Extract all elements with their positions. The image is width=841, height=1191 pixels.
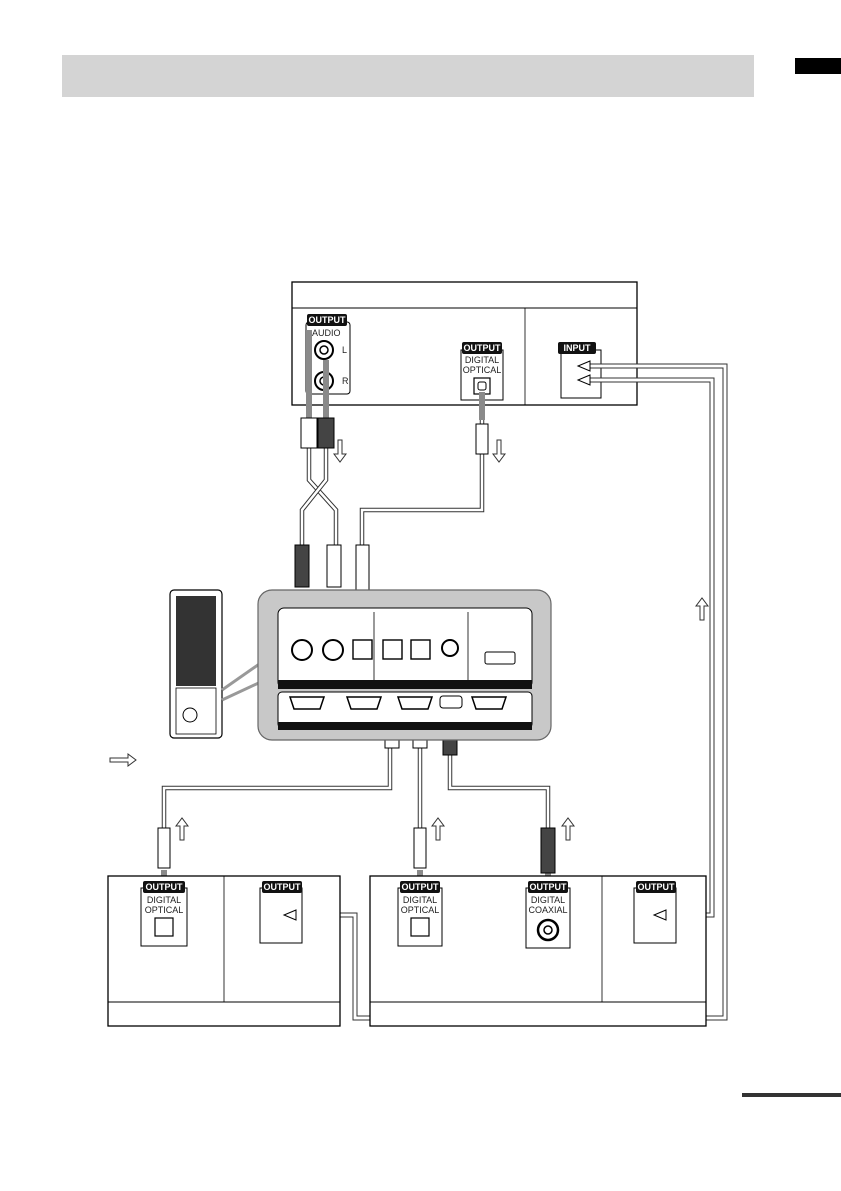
optical-jack-icon — [411, 918, 429, 936]
input-badge: INPUT — [558, 342, 596, 354]
optical-jack-icon — [474, 378, 490, 394]
bottom-right-device: OUTPUT DIGITAL OPTICAL OUTPUT DIGITAL CO… — [370, 876, 706, 1026]
svg-text:OPTICAL: OPTICAL — [145, 905, 184, 915]
left-channel-label: L — [342, 345, 347, 355]
svg-text:COAXIAL: COAXIAL — [528, 905, 567, 915]
audio-label: AUDIO — [312, 328, 341, 338]
hdmi-port-icon — [472, 697, 506, 709]
output-badge: OUTPUT — [262, 881, 302, 893]
optical-jack-icon — [155, 918, 173, 936]
rca-jack-icon — [323, 640, 343, 660]
output-badge: OUTPUT — [462, 342, 502, 354]
output-badge: OUTPUT — [636, 881, 676, 893]
optical-jack-icon — [383, 640, 402, 659]
output-badge: OUTPUT — [528, 881, 568, 893]
subwoofer-unit — [170, 590, 265, 738]
svg-text:OUTPUT: OUTPUT — [146, 882, 184, 892]
svg-text:OUTPUT: OUTPUT — [264, 882, 302, 892]
svg-text:DIGITAL: DIGITAL — [465, 355, 499, 365]
svg-text:DIGITAL: DIGITAL — [403, 895, 437, 905]
hdmi-port-icon — [347, 697, 381, 709]
svg-text:OUTPUT: OUTPUT — [402, 882, 440, 892]
bottom-left-device: OUTPUT DIGITAL OPTICAL OUTPUT — [108, 876, 340, 1026]
svg-text:OPTICAL: OPTICAL — [401, 905, 440, 915]
optical-jack-icon — [353, 640, 372, 659]
svg-text:INPUT: INPUT — [564, 343, 592, 353]
output-badge: OUTPUT — [400, 881, 440, 893]
svg-text:OUTPUT: OUTPUT — [530, 882, 568, 892]
svg-text:DIGITAL: DIGITAL — [531, 895, 565, 905]
rear-panel — [258, 590, 551, 740]
hdmi-port-icon — [290, 697, 324, 709]
svg-text:OUTPUT: OUTPUT — [309, 315, 347, 325]
svg-text:OPTICAL: OPTICAL — [463, 365, 502, 375]
svg-text:OUTPUT: OUTPUT — [464, 343, 502, 353]
optical-jack-icon — [411, 640, 430, 659]
svg-text:OUTPUT: OUTPUT — [638, 882, 676, 892]
coaxial-jack-icon — [442, 640, 458, 656]
hdmi-port-icon — [398, 697, 432, 709]
rca-jack-icon — [292, 640, 312, 660]
svg-text:DIGITAL: DIGITAL — [147, 895, 181, 905]
top-source-device: OUTPUT AUDIO L R OUTPUT DIGITAL OPTICAL … — [292, 282, 637, 405]
output-badge: OUTPUT — [143, 881, 185, 893]
right-channel-label: R — [342, 376, 349, 386]
output-badge: OUTPUT — [307, 314, 347, 326]
